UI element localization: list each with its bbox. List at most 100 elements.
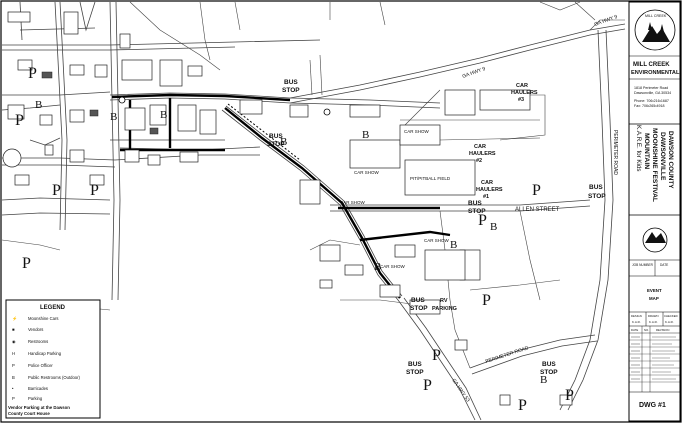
legend-label: Restrooms bbox=[28, 339, 48, 344]
checked-label: CHECKED bbox=[664, 314, 678, 318]
legend-box: LEGEND ⚡ Moonshine Cars ■ Vendors ◉ Rest… bbox=[5, 299, 101, 419]
svg-text:P: P bbox=[423, 377, 432, 394]
svg-text:B: B bbox=[450, 239, 457, 251]
legend-symbol: P bbox=[12, 363, 15, 368]
car-show-label: CAR SHOW bbox=[404, 129, 430, 134]
svg-text:P: P bbox=[478, 212, 487, 229]
svg-text:P: P bbox=[15, 112, 24, 129]
svg-text:DAWSONVILLE: DAWSONVILLE bbox=[659, 132, 666, 181]
design-value: K.A.R. bbox=[632, 320, 641, 324]
legend-symbol: • bbox=[12, 386, 14, 391]
svg-text:B: B bbox=[374, 261, 381, 273]
car-haulers-label: CAR bbox=[516, 83, 528, 89]
svg-text:P: P bbox=[22, 255, 31, 272]
bus-stop-label: STOP bbox=[468, 208, 486, 215]
drawing-title: EVENT bbox=[647, 288, 662, 293]
legend-label: Handicap Parking bbox=[28, 351, 62, 356]
legend-symbol: ⚡ bbox=[12, 316, 17, 322]
car-haulers-label: #2 bbox=[476, 158, 482, 164]
restroom-symbols: B B B B B B B B B bbox=[35, 99, 547, 386]
svg-text:MOUNTAIN: MOUNTAIN bbox=[643, 133, 650, 169]
company-name: ENVIRONMENTAL bbox=[631, 70, 680, 76]
legend-symbol: P bbox=[12, 396, 15, 401]
checked-value: K.A.R. bbox=[665, 320, 674, 324]
car-haulers-label: CAR bbox=[481, 180, 493, 186]
svg-text:P: P bbox=[90, 182, 99, 199]
car-haulers-label: HAULERS bbox=[511, 90, 538, 96]
svg-text:P: P bbox=[565, 387, 574, 404]
job-number-label: JOB NUMBER bbox=[632, 263, 654, 267]
drawing-title: MAP bbox=[649, 296, 659, 301]
project-title: K.A.R.E. for Kids MOUNTAIN MOONSHINE FES… bbox=[635, 125, 674, 202]
seal-icon bbox=[642, 227, 668, 253]
car-haulers-label: CAR bbox=[474, 144, 486, 150]
bus-stop-label: BUS bbox=[542, 361, 556, 368]
svg-text:B: B bbox=[280, 136, 287, 148]
legend-label: Vendors bbox=[28, 327, 43, 332]
drawn-label: DRAWN bbox=[648, 314, 658, 318]
company-name: MILL CREEK bbox=[633, 62, 670, 68]
car-haulers-label: HAULERS bbox=[476, 187, 503, 193]
svg-text:B: B bbox=[35, 99, 42, 111]
svg-text:DATE: DATE bbox=[631, 328, 638, 332]
svg-text:MOONSHINE FESTIVAL: MOONSHINE FESTIVAL bbox=[651, 128, 658, 202]
svg-text:P: P bbox=[532, 182, 541, 199]
rv-parking-label: PARKING bbox=[432, 306, 457, 312]
company-address: 1818 Perimeter Road bbox=[634, 86, 668, 90]
bus-stop-label: STOP bbox=[282, 87, 300, 94]
legend-symbol: H bbox=[12, 351, 15, 356]
rv-parking-label: RV bbox=[440, 298, 448, 304]
car-show-label: CAR SHOW bbox=[340, 200, 366, 205]
design-label: DESIGN bbox=[631, 314, 642, 318]
bus-stop-label: STOP bbox=[588, 193, 606, 200]
festival-route bbox=[111, 93, 451, 299]
company-phone: Phone: 706•216•1687 bbox=[634, 99, 669, 103]
revision-table: DATE NO. REVISION bbox=[629, 326, 680, 393]
road-label: ALLEN STREET bbox=[515, 207, 560, 213]
legend-title: LEGEND bbox=[40, 305, 66, 311]
legend-symbol: ◉ bbox=[12, 339, 16, 344]
car-haulers-label: #3 bbox=[518, 97, 524, 103]
title-block: MILL CREEK MILL CREEK ENVIRONMENTAL 1818… bbox=[628, 1, 681, 422]
svg-text:P: P bbox=[432, 347, 441, 364]
svg-text:B: B bbox=[490, 221, 497, 233]
parking-symbols: P P P P P P P P P P P P bbox=[15, 65, 574, 414]
buildings bbox=[2, 11, 573, 406]
svg-text:DAWSON COUNTY: DAWSON COUNTY bbox=[667, 131, 674, 189]
svg-text:MILL CREEK: MILL CREEK bbox=[645, 14, 667, 18]
road-label: PERIMETER ROAD bbox=[612, 130, 618, 175]
svg-text:B: B bbox=[540, 374, 547, 386]
svg-text:NO.: NO. bbox=[644, 328, 649, 332]
bus-stop-label: STOP bbox=[540, 369, 558, 376]
legend-symbol: B bbox=[12, 375, 15, 380]
company-logo: MILL CREEK bbox=[634, 9, 676, 51]
bus-stop-label: BUS bbox=[269, 133, 283, 140]
legend-footer: Vendor Parking at the Dawson bbox=[8, 405, 70, 410]
bus-stop-label: STOP bbox=[406, 369, 424, 376]
svg-text:REVISION: REVISION bbox=[656, 328, 669, 332]
svg-text:B: B bbox=[362, 129, 369, 141]
bus-stop-label: BUS bbox=[408, 361, 422, 368]
svg-text:B: B bbox=[160, 109, 167, 121]
car-show-label: CAR SHOW bbox=[380, 264, 406, 269]
bus-stop-label: BUS bbox=[468, 200, 482, 207]
legend-label: Police Officer bbox=[28, 363, 53, 368]
legend-label: Barricades bbox=[28, 386, 48, 391]
road-label: GA HWY 9 bbox=[462, 66, 487, 80]
car-show-label: CAR SHOW bbox=[424, 238, 450, 243]
svg-text:P: P bbox=[482, 292, 491, 309]
car-show-label: CAR SHOW bbox=[354, 170, 380, 175]
legend-symbol: ■ bbox=[12, 327, 15, 332]
company-fax: Fax: 706•265•4918 bbox=[634, 104, 665, 108]
bus-stop-label: BUS bbox=[284, 79, 298, 86]
car-haulers-label: HAULERS bbox=[469, 151, 496, 157]
legend-label: Parking bbox=[28, 396, 43, 401]
car-haulers-label: #1 bbox=[483, 194, 489, 200]
legend-label: Public Restrooms (Outdoor) bbox=[28, 375, 81, 380]
company-address: Dawsonville, GA 30534 bbox=[634, 91, 671, 95]
legend-footer: County Court House bbox=[8, 411, 50, 416]
pit-field-label: PIT/PITBALL FIELD bbox=[410, 176, 451, 181]
bus-stop-label: BUS bbox=[589, 184, 603, 191]
